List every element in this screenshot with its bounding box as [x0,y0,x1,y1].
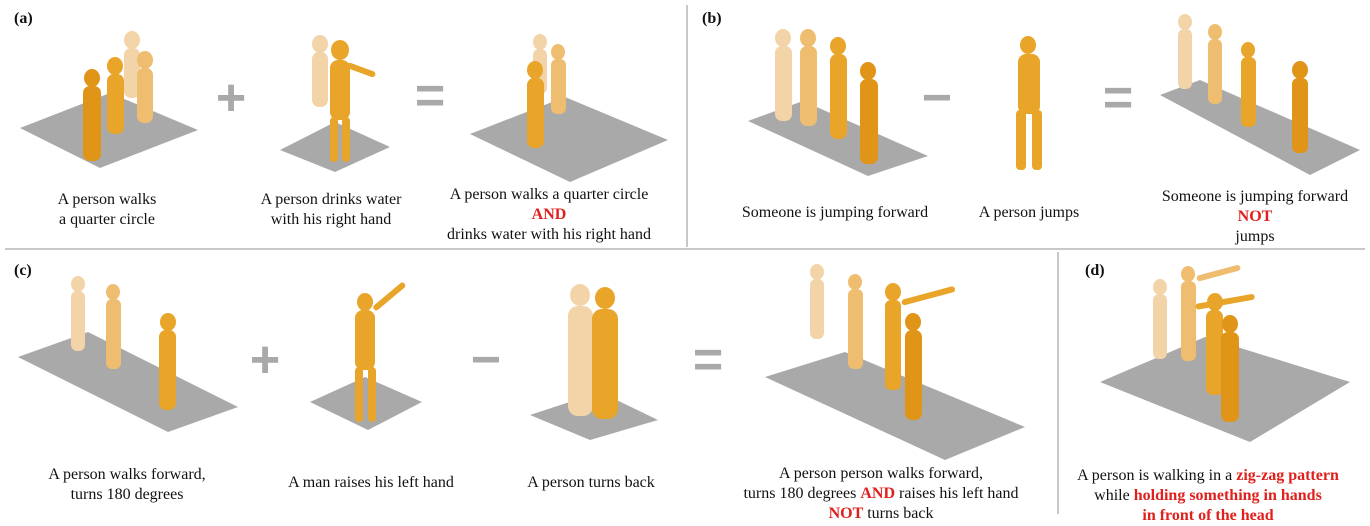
caption-c4-line3-post: turns back [863,505,934,522]
caption-c4-line3: NOT turns back [743,504,1018,524]
caption-c4-line1: A person person walks forward, [779,465,983,482]
caption-d-highlight-head: in front of the head [1142,507,1274,524]
caption-c4: A person person walks forward, turns 180… [743,464,1018,524]
panel-label-c: (c) [14,262,32,279]
caption-b3-line3: jumps [1235,228,1275,245]
caption-b2-line1: A person jumps [978,204,1080,221]
caption-a1: A person walks a quarter circle [58,190,157,230]
minus-operator-c: − [470,331,502,389]
caption-c4-line2: turns 180 degrees AND raises his left ha… [743,484,1018,504]
caption-d-line1: A person is walking in a zig-zag pattern [1077,466,1339,486]
caption-a2-line1: A person drinks water [260,191,402,208]
caption-c3-line1: A person turns back [527,474,655,491]
caption-d-highlight-zigzag: zig-zag pattern [1236,467,1339,484]
panel-label-d: (d) [1085,262,1105,279]
motion-render-a1 [20,31,198,168]
motion-render-c1 [18,276,238,432]
caption-d-highlight-holding: holding something in hands [1133,487,1322,504]
caption-b3-keyword: NOT [1237,208,1273,225]
caption-a3-keyword: AND [531,206,567,223]
caption-a1-line1: A person walks [57,191,157,208]
motion-render-a2 [280,35,390,172]
caption-d-line2-pre: while [1094,487,1134,504]
caption-a2: A person drinks water with his right han… [261,190,402,230]
plus-operator-a: + [215,69,247,127]
caption-c3: A person turns back [527,473,655,493]
caption-c1-line2: turns 180 degrees [70,486,184,503]
caption-c4-line2-post: raises his left hand [895,485,1019,502]
caption-c2: A man raises his left hand [288,473,454,493]
horizontal-divider [5,248,1365,250]
caption-c4-line2-pre: turns 180 degrees [743,485,861,502]
caption-d: A person is walking in a zig-zag pattern… [1077,466,1339,526]
caption-b1: Someone is jumping forward [742,203,928,223]
plus-operator-c: + [249,331,281,389]
vertical-divider-cd [1057,252,1059,514]
panel-label-a: (a) [14,10,33,27]
motion-render-b1 [748,29,928,176]
caption-a1-line2: a quarter circle [59,211,155,228]
motion-render-b3 [1160,14,1360,175]
equals-operator-a: = [414,67,446,125]
motion-render-c4 [765,264,1025,460]
motion-render-a3 [470,34,668,182]
equals-operator-b: = [1102,69,1134,127]
caption-b3: Someone is jumping forward NOT jumps [1162,187,1348,247]
caption-a3: A person walks a quarter circle AND drin… [447,185,651,245]
caption-c4-keyword-not: NOT [828,505,864,522]
caption-a3-line1: A person walks a quarter circle [449,186,649,203]
caption-d-line2: while holding something in hands [1077,486,1339,506]
panel-label-b: (b) [702,10,722,27]
caption-c1-line1: A person walks forward, [48,466,206,483]
caption-b2: A person jumps [979,203,1079,223]
motion-render-d [1100,265,1350,442]
caption-c4-keyword-and: AND [860,485,895,502]
minus-operator-b: − [921,69,953,127]
caption-b3-line1: Someone is jumping forward [1161,188,1349,205]
motion-render-c2 [310,282,422,430]
motion-render-c3 [530,284,658,440]
vertical-divider-ab [686,5,688,247]
caption-b1-line1: Someone is jumping forward [741,204,929,221]
caption-a2-line2: with his right hand [270,211,392,228]
caption-c1: A person walks forward, turns 180 degree… [48,465,205,505]
caption-c2-line1: A man raises his left hand [288,474,454,491]
equals-operator-c: = [692,331,724,389]
caption-d-pre: A person is walking in a [1077,467,1237,484]
caption-a3-line3: drinks water with his right hand [447,226,651,243]
motion-render-b2 [1016,36,1042,170]
